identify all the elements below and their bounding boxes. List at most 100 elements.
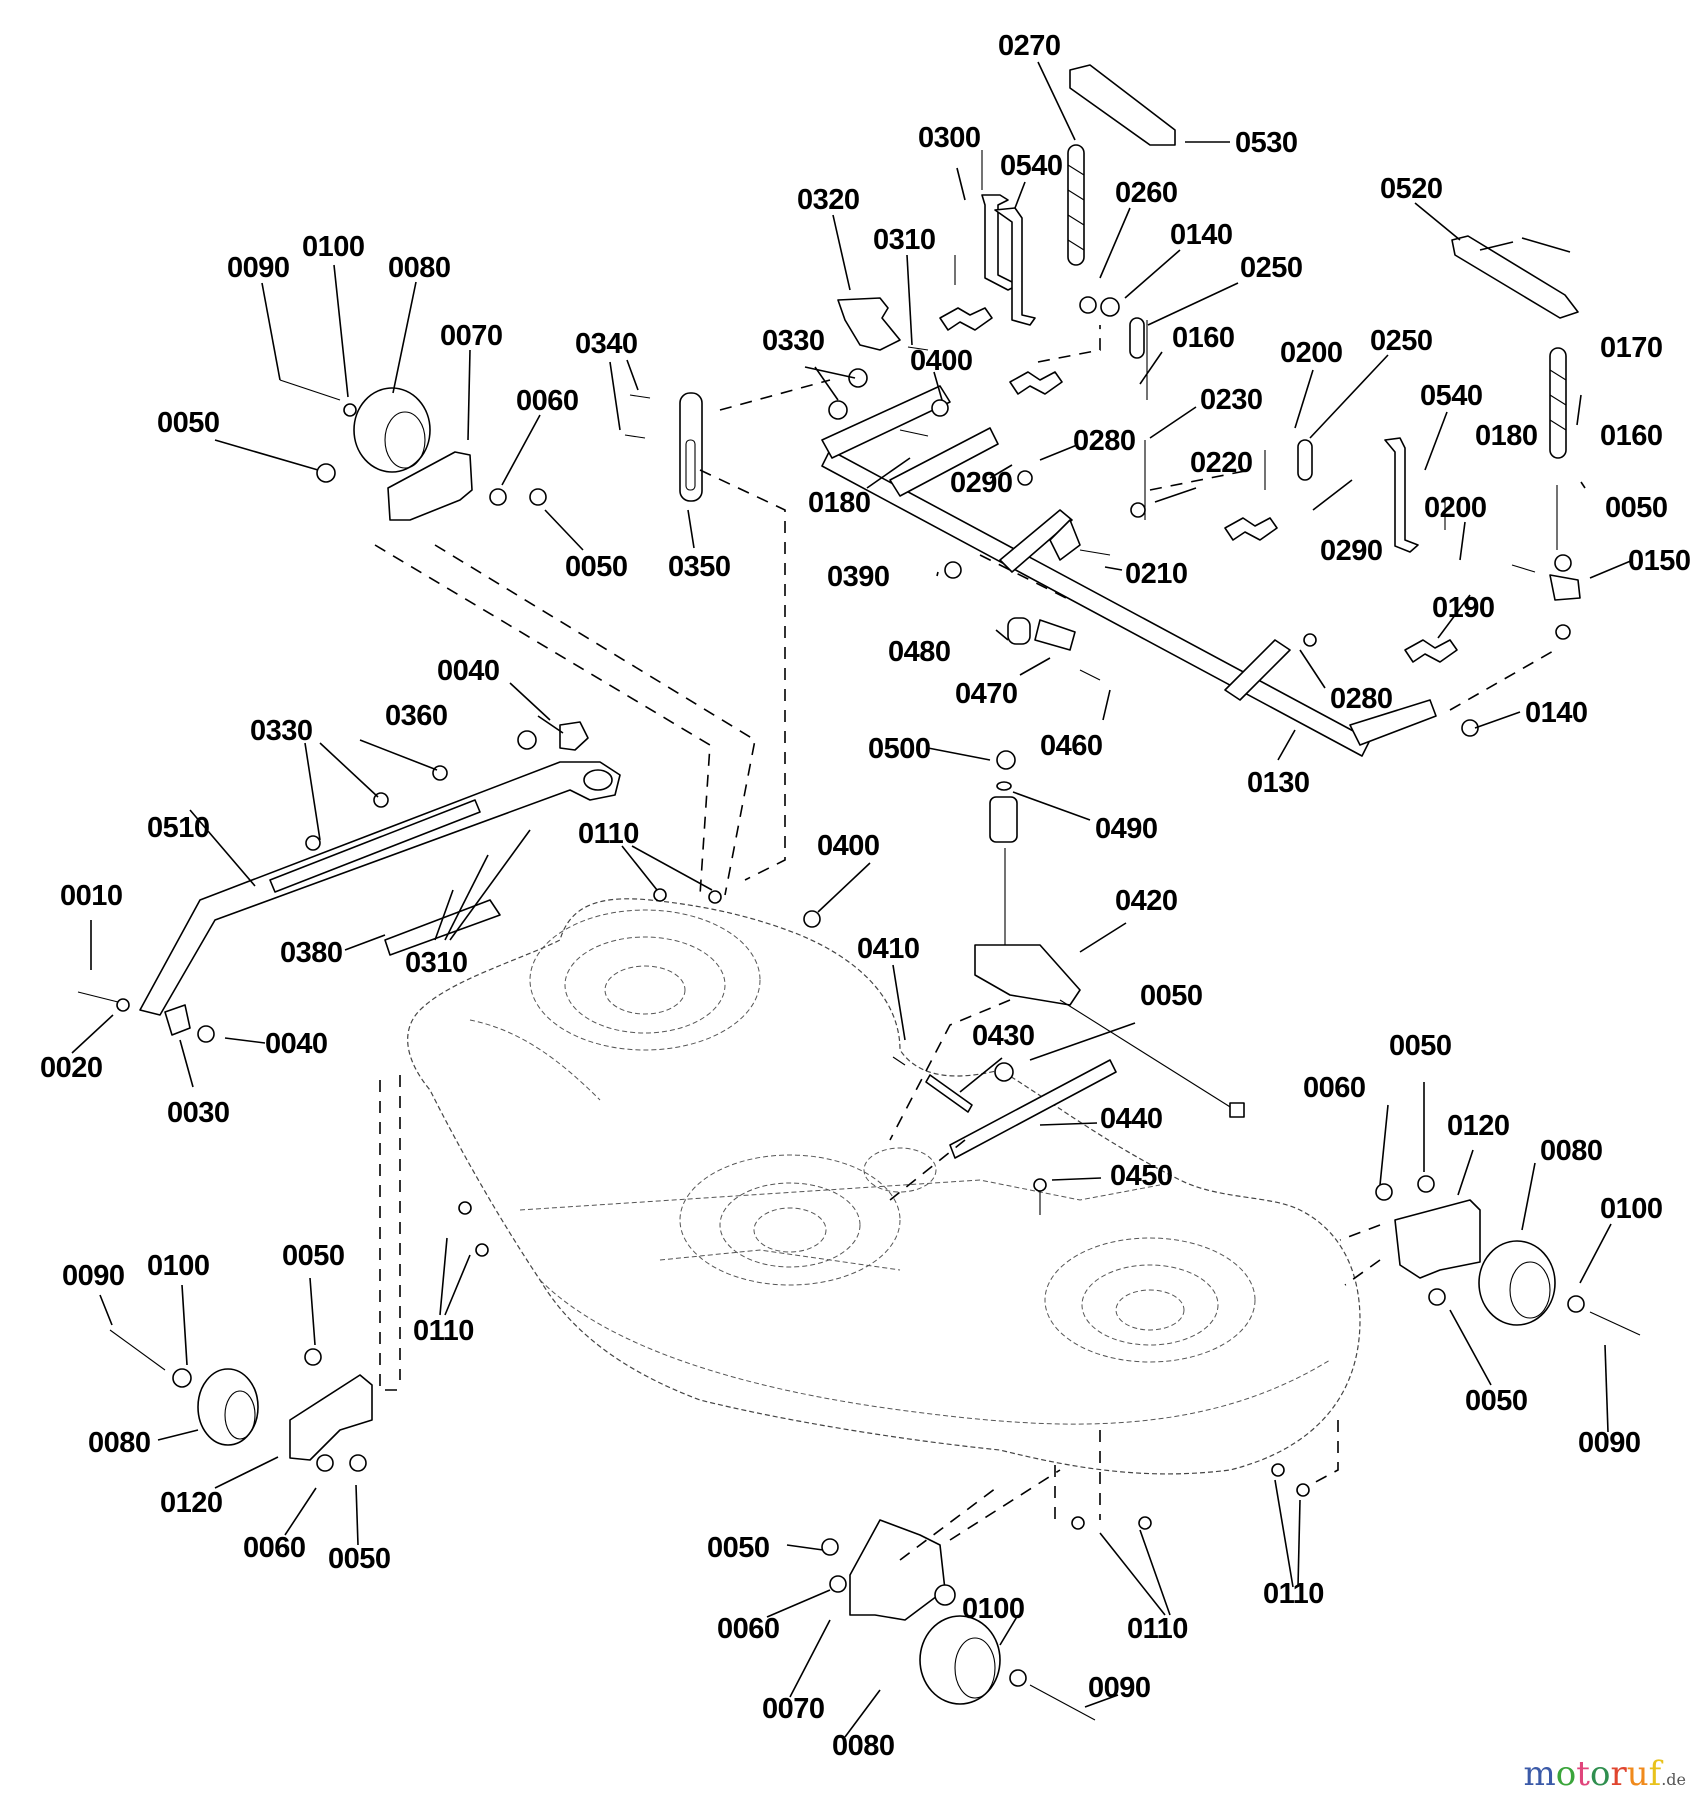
callout-0290-top: 0290	[950, 467, 1013, 499]
callout-0050-center: 0050	[1140, 980, 1203, 1012]
callout-0250-right: 0250	[1370, 325, 1433, 357]
callout-0280-right: 0280	[1330, 683, 1393, 715]
callout-0460: 0460	[1040, 730, 1103, 762]
watermark-logo: motoruf.de	[1524, 1754, 1686, 1794]
gauge-wheel-right	[1375, 1175, 1641, 1336]
callout-0390: 0390	[827, 561, 890, 593]
callout-0100: 0100	[302, 231, 365, 263]
callout-0110-left: 0110	[413, 1315, 474, 1347]
callout-0200-right: 0200	[1424, 492, 1487, 524]
callout-0290-right: 0290	[1320, 535, 1383, 567]
callout-0050-left-bottom: 0050	[328, 1543, 391, 1575]
callout-0050-right-top: 0050	[1389, 1030, 1452, 1062]
shaft-arm-center-2	[1049, 519, 1081, 561]
callout-0300: 0300	[918, 122, 981, 154]
callout-0160-top: 0160	[1172, 322, 1235, 354]
bracket-0300	[981, 194, 1019, 291]
callout-0480: 0480	[888, 636, 951, 668]
callout-0030: 0030	[167, 1097, 230, 1129]
lift-link-0510	[139, 761, 621, 1016]
callout-0100-left: 0100	[147, 1250, 210, 1282]
callout-0530: 0530	[1235, 127, 1298, 159]
callout-0540-right: 0540	[1420, 380, 1483, 412]
shaft-arm-center	[999, 509, 1073, 573]
callout-0250: 0250	[1240, 252, 1303, 284]
callout-labels: 0270 0530 0300 0540 0260 0140 0250 0320 …	[40, 30, 1691, 1762]
wm-letter: m	[1523, 1754, 1556, 1794]
deck-spindle-right	[1044, 1237, 1256, 1363]
callout-0050-a: 0050	[157, 407, 220, 439]
shaft-arm-right	[1349, 699, 1437, 746]
wheel-bracket-0120-right	[1394, 1199, 1481, 1279]
callout-0520: 0520	[1380, 173, 1443, 205]
callout-0430: 0430	[972, 1020, 1035, 1052]
wm-letter: u	[1626, 1754, 1649, 1794]
callout-0270: 0270	[998, 30, 1061, 62]
callout-0160-right: 0160	[1600, 420, 1663, 452]
wheel-bracket-0070	[387, 451, 473, 521]
callout-0150: 0150	[1628, 545, 1691, 577]
link-bracket-0380	[384, 899, 501, 956]
callout-0050-bottom: 0050	[707, 1532, 770, 1564]
callout-0330-top: 0330	[762, 325, 825, 357]
callout-0320: 0320	[797, 184, 860, 216]
callout-0050-b: 0050	[565, 551, 628, 583]
callout-0440: 0440	[1100, 1103, 1163, 1135]
wm-letter: r	[1610, 1754, 1627, 1794]
callout-0110-bottom-center: 0110	[1127, 1613, 1188, 1645]
callout-0080-bottom: 0080	[832, 1730, 895, 1762]
motor-bracket-0440	[949, 1059, 1117, 1159]
wm-letter: f	[1648, 1754, 1662, 1794]
callout-0190: 0190	[1432, 592, 1495, 624]
bracket-0540-right	[1384, 437, 1419, 553]
clamp-right	[1404, 639, 1458, 663]
callout-0180-left: 0180	[808, 487, 871, 519]
deck-spindle-center	[679, 1154, 901, 1286]
callout-0350: 0350	[668, 551, 731, 583]
bracket-0520	[1451, 235, 1579, 319]
callout-0340: 0340	[575, 328, 638, 360]
callout-0040-top: 0040	[437, 655, 500, 687]
callout-0380: 0380	[280, 937, 343, 969]
bracket-0320	[837, 297, 901, 351]
callout-0260: 0260	[1115, 177, 1178, 209]
callout-0210: 0210	[1125, 558, 1188, 590]
gauge-wheel-bottom-left	[109, 1329, 373, 1472]
callout-0050-left-top: 0050	[282, 1240, 345, 1272]
link-plate	[269, 799, 481, 893]
bracket-0530	[1069, 64, 1176, 146]
shaft-arm-right-2	[1224, 639, 1291, 701]
callout-0090-right: 0090	[1578, 1427, 1641, 1459]
gauge-wheel-top-left	[279, 379, 547, 521]
callout-0010: 0010	[60, 880, 123, 912]
hardware-top	[828, 296, 1581, 737]
gauge-wheel-bottom-center	[821, 1519, 1096, 1721]
wm-letter: t	[1576, 1754, 1590, 1794]
shaft-arm-left-front	[821, 385, 951, 459]
callout-0050-right: 0050	[1605, 492, 1668, 524]
wheel-bracket-0070-bottom	[849, 1519, 946, 1621]
shaft-arm-left-rear	[889, 427, 999, 497]
callout-0060: 0060	[516, 385, 579, 417]
assembly-lines	[374, 325, 1556, 1561]
callout-0200-top: 0200	[1280, 337, 1343, 369]
callout-0330-left: 0330	[250, 715, 313, 747]
chain-0250-mid	[1297, 439, 1313, 481]
callout-0090: 0090	[227, 252, 290, 284]
chain-0270	[1067, 144, 1085, 266]
callout-0490: 0490	[1095, 813, 1158, 845]
callout-0220: 0220	[1190, 447, 1253, 479]
callout-0140: 0140	[1170, 219, 1233, 251]
callout-0230: 0230	[1200, 384, 1263, 416]
callout-0050-right-bottom: 0050	[1465, 1385, 1528, 1417]
callout-0090-bottom: 0090	[1088, 1672, 1151, 1704]
deck-spindle-left	[529, 909, 761, 1051]
callout-0170: 0170	[1600, 332, 1663, 364]
lift-link-assembly	[77, 721, 621, 1043]
callout-0060-bottom: 0060	[717, 1613, 780, 1645]
callout-0130: 0130	[1247, 767, 1310, 799]
chain-0170	[1549, 347, 1567, 459]
callout-0070: 0070	[440, 320, 503, 352]
callout-0110-top: 0110	[578, 818, 639, 850]
lift-shaft	[821, 449, 1371, 757]
